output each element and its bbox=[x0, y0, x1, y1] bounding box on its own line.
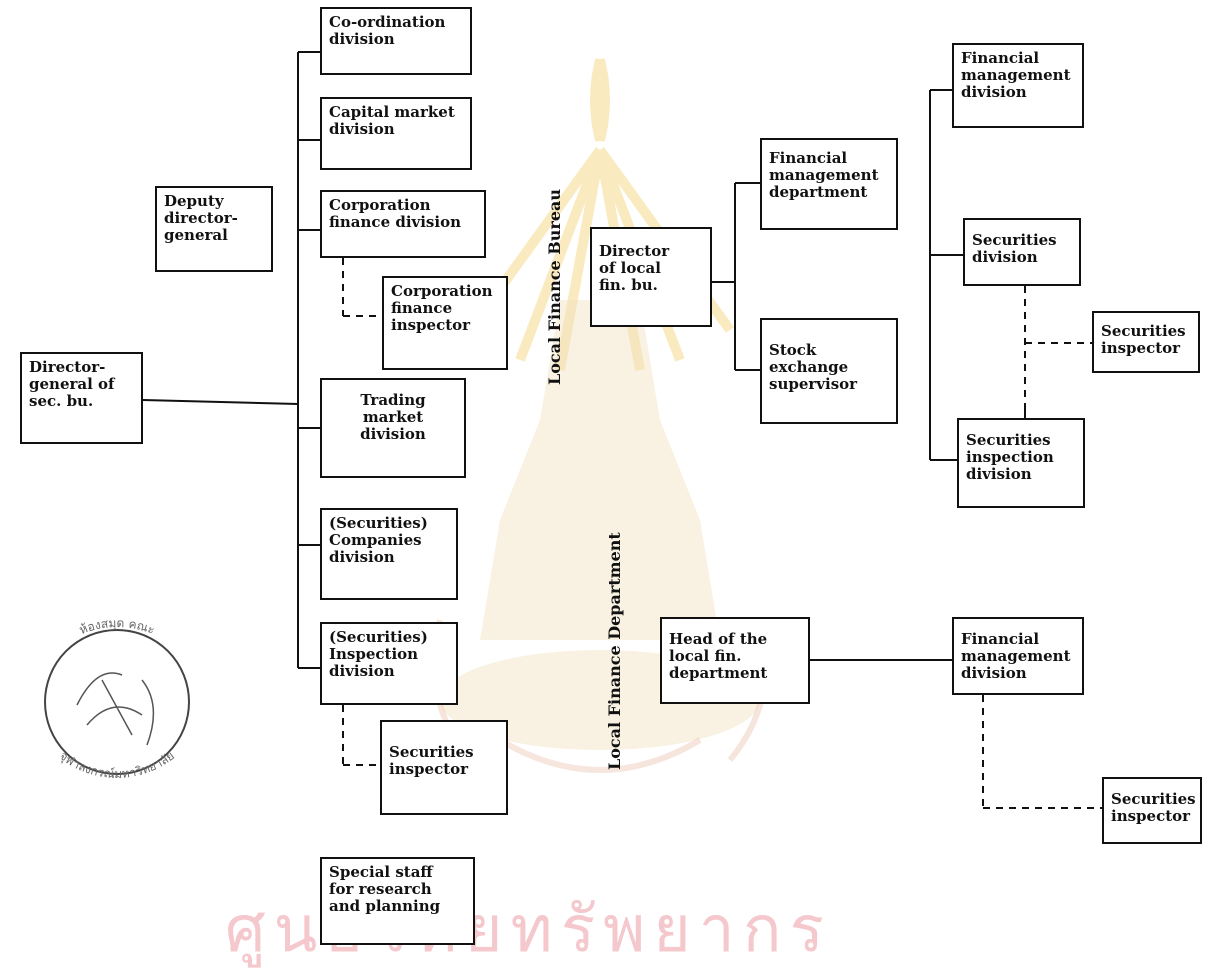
securities-inspector-mid-label: Securities inspector bbox=[1101, 322, 1186, 357]
securities-division-box: Securities division bbox=[963, 218, 1081, 286]
securities-inspector-bottom-box: Securities inspector bbox=[1102, 777, 1202, 844]
trading-market-division-label: Trading market division bbox=[360, 391, 426, 443]
financial-management-division-bottom-box: Financial management division bbox=[952, 617, 1084, 695]
special-staff-box: Special staff for research and planning bbox=[320, 857, 475, 945]
corporation-finance-inspector-label: Corporation finance inspector bbox=[391, 282, 493, 334]
securities-inspector-left-label: Securities inspector bbox=[389, 743, 474, 778]
securities-inspection-division-right-box: Securities inspection division bbox=[957, 418, 1085, 508]
local-finance-bureau-label: Local Finance Bureau bbox=[545, 188, 564, 385]
securities-inspection-division-label: (Securities) Inspection division bbox=[329, 628, 428, 680]
special-staff-label: Special staff for research and planning bbox=[329, 863, 441, 915]
director-general-label: Director- general of sec. bu. bbox=[29, 358, 115, 410]
director-general-box: Director- general of sec. bu. bbox=[20, 352, 143, 444]
financial-management-division-bottom-label: Financial management division bbox=[961, 630, 1071, 682]
securities-inspector-left-box: Securities inspector bbox=[380, 720, 508, 815]
securities-division-label: Securities division bbox=[972, 231, 1057, 266]
corporation-finance-division-box: Corporation finance division bbox=[320, 190, 486, 258]
stock-exchange-supervisor-label: Stock exchange supervisor bbox=[769, 341, 858, 393]
securities-inspector-mid-box: Securities inspector bbox=[1092, 311, 1200, 373]
financial-management-division-top-label: Financial management division bbox=[961, 49, 1071, 101]
capital-market-division-box: Capital market division bbox=[320, 97, 472, 170]
corporation-finance-division-label: Corporation finance division bbox=[329, 196, 461, 231]
deputy-director-general-label: Deputy director- general bbox=[164, 192, 238, 244]
head-local-fin-department-label: Head of the local fin. department bbox=[669, 630, 768, 682]
stock-exchange-supervisor-box: Stock exchange supervisor bbox=[760, 318, 898, 424]
library-stamp: ห้องสมุด คณะ จุฬาลงกรณ์มหาวิทยาลัย bbox=[44, 616, 190, 781]
coordination-division-label: Co-ordination division bbox=[329, 13, 446, 48]
stamp-text-top: ห้องสมุด คณะ bbox=[77, 616, 156, 637]
corporation-finance-inspector-box: Corporation finance inspector bbox=[382, 276, 508, 370]
financial-management-department-box: Financial management department bbox=[760, 138, 898, 230]
securities-inspector-bottom-label: Securities inspector bbox=[1111, 790, 1196, 825]
deputy-director-general-box: Deputy director- general bbox=[155, 186, 273, 272]
director-local-fin-bu-box: Director of local fin. bu. bbox=[590, 227, 712, 327]
svg-text:ห้องสมุด คณะ: ห้องสมุด คณะ bbox=[77, 616, 156, 637]
connector-lines bbox=[142, 51, 1102, 809]
securities-companies-division-box: (Securities) Companies division bbox=[320, 508, 458, 600]
securities-inspection-division-box: (Securities) Inspection division bbox=[320, 622, 458, 705]
financial-management-division-top-box: Financial management division bbox=[952, 43, 1084, 128]
director-local-fin-bu-label: Director of local fin. bu. bbox=[599, 242, 670, 294]
trading-market-division-box: Trading market division bbox=[320, 378, 466, 478]
head-local-fin-department-box: Head of the local fin. department bbox=[660, 617, 810, 704]
capital-market-division-label: Capital market division bbox=[329, 103, 455, 138]
securities-inspection-division-right-label: Securities inspection division bbox=[966, 431, 1054, 483]
securities-companies-division-label: (Securities) Companies division bbox=[329, 514, 428, 566]
financial-management-department-label: Financial management department bbox=[769, 149, 879, 201]
local-finance-department-label: Local Finance Department bbox=[605, 532, 624, 770]
coordination-division-box: Co-ordination division bbox=[320, 7, 472, 75]
